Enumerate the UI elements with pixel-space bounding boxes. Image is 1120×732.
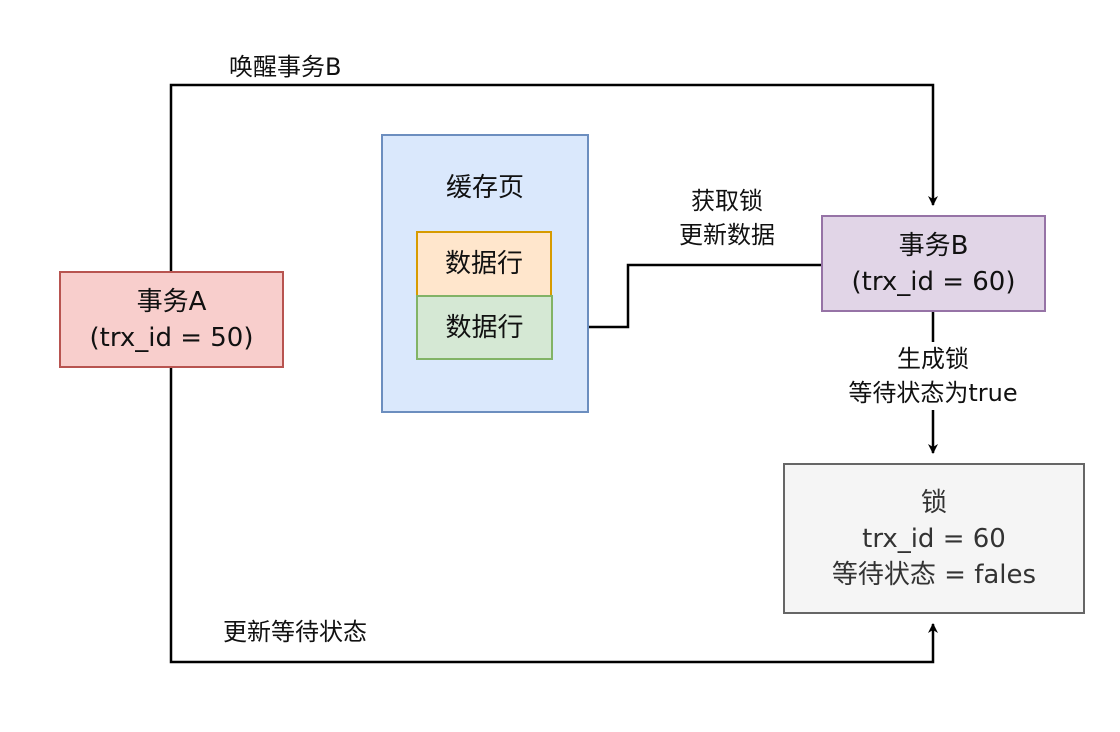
data-row-2-label: 数据行 [445,312,524,343]
transaction-b-id: (trx_id = 60) [851,266,1016,297]
data-row-1-label: 数据行 [444,249,523,279]
transaction-b-node: 事务B (trx_id = 60) [821,215,1046,312]
edge-label-create-lock-line2: 等待状态为true [848,379,1018,407]
edge-update-wait-state [169,368,938,664]
edge-acquire-lock [562,263,821,332]
cache-page-title: 缓存页 [445,173,524,203]
data-row-1: 数据行 [416,231,552,297]
edge-wake-tx-b [169,83,938,271]
lock-title: 锁 [920,487,947,518]
transaction-a-title: 事务A [136,286,207,317]
lock-wait-state: 等待状态 = fales [831,559,1037,590]
edge-label-create-lock-line1: 生成锁 [897,345,969,373]
edge-label-update-wait: 更新等待状态 [223,618,367,646]
transaction-a-node: 事务A (trx_id = 50) [59,271,284,368]
edge-label-wake: 唤醒事务B [229,53,342,81]
edge-label-create-lock: 生成锁 等待状态为true [833,342,1033,410]
transaction-a-id: (trx_id = 50) [89,322,254,353]
data-row-2: 数据行 [416,295,553,360]
transaction-b-title: 事务B [898,230,969,261]
edge-label-acquire-line2: 更新数据 [679,221,775,249]
edge-label-acquire: 获取锁 更新数据 [652,184,802,252]
lock-node: 锁 trx_id = 60 等待状态 = fales [783,463,1085,614]
edge-label-acquire-line1: 获取锁 [691,187,763,215]
lock-trx-id: trx_id = 60 [862,523,1006,554]
